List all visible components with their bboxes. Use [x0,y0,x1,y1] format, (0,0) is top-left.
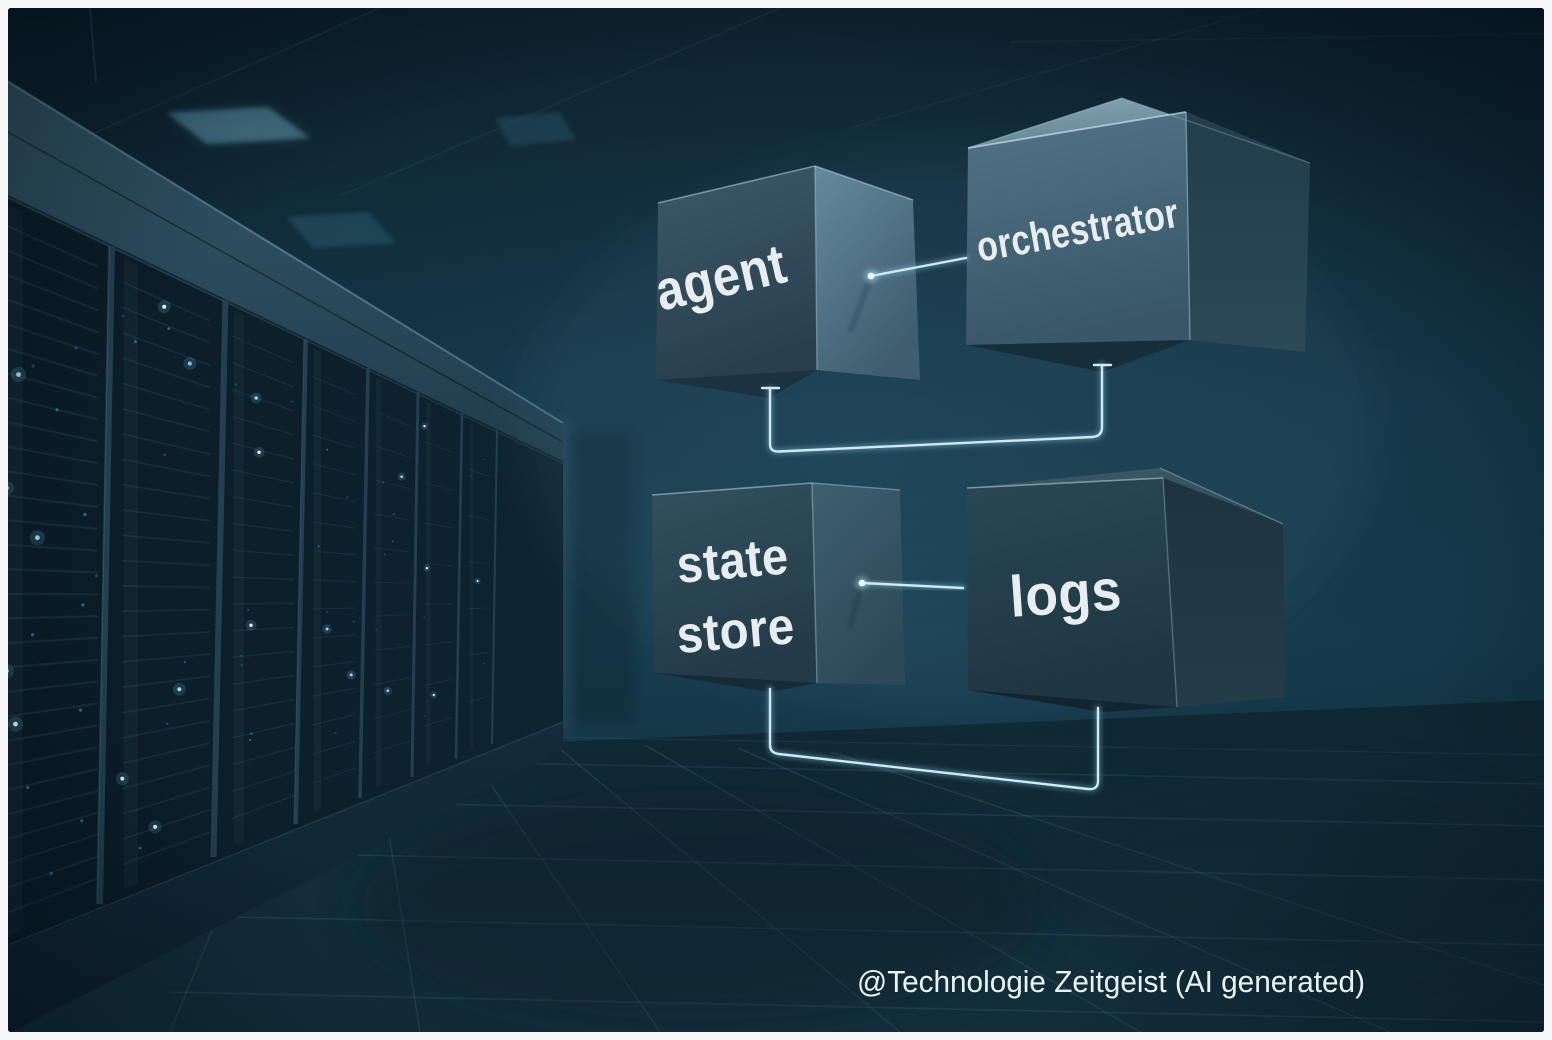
logs-bottom-face [968,690,1177,712]
node-state-store [651,482,905,692]
connector-agent-orchestrator-direct [864,254,970,283]
connector-agent-orchestrator-elbow [760,361,1113,456]
state-store-bottom-face [654,673,817,692]
logs-front-face [967,478,1177,707]
orchestrator-bottom-face [966,340,1190,372]
orchestrator-right-face [1186,112,1310,352]
logs-top-face [967,468,1283,524]
scene-canvas: agent orchestrator state store logs @Tec… [8,8,1544,1032]
connector-endpoint-dot [867,272,875,280]
orchestrator-front-face [966,112,1190,345]
node-orchestrator [966,97,1311,372]
logs-label: logs [1008,557,1124,630]
orchestrator-top-face [968,98,1310,163]
connector-shadow [848,588,862,629]
connectors [760,254,1113,793]
connector-endpoint-dot [858,579,866,587]
server-room-scene: agent orchestrator state store logs @Tec… [8,8,1544,1032]
connector-statestore-logs-elbow [766,685,1102,793]
state-store-label-line2: store [674,597,797,665]
state-store-front-face [652,483,817,683]
connector-statestore-logs-direct [855,576,967,592]
state-store-label-line1: state [674,527,791,595]
agent-front-face [656,166,817,380]
node-logs [966,467,1285,712]
agent-bottom-face [656,370,817,398]
logs-right-face [1163,478,1285,707]
watermark-text: @Technologie Zeitgeist (AI generated) [857,964,1365,999]
connector-shadow [848,281,871,333]
